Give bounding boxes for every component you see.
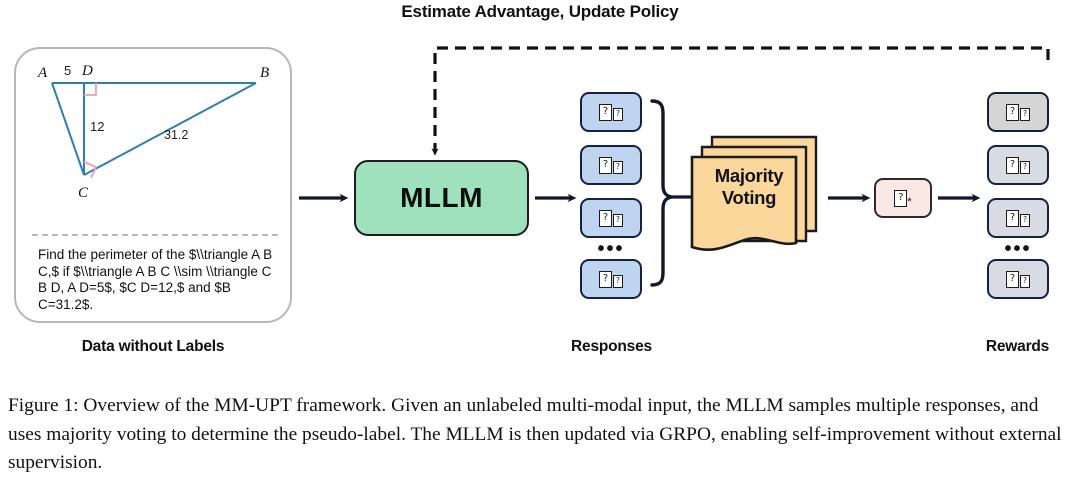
data-card: A 5 D B 12 31.2 C Find the perimeter of … [14,47,292,323]
response-glyph: ?? [599,209,623,227]
tofu-glyph: ? [599,270,612,288]
svg-text:5: 5 [64,63,71,78]
tofu-glyph-small: ? [1020,213,1030,227]
svg-text:B: B [260,65,269,81]
reward-chip[interactable]: ?? [987,198,1049,238]
response-glyph: ?? [599,156,623,174]
tofu-glyph: ? [894,189,908,207]
reward-glyph: ?? [1006,209,1030,227]
tofu-glyph: ? [1006,270,1019,288]
responses-ellipsis: ••• [597,238,625,260]
tofu-glyph: ? [1006,103,1019,121]
response-glyph: ?? [599,270,623,288]
majority-voting-line2: Voting [721,187,777,208]
reward-glyph: ?? [1006,270,1030,288]
response-chip[interactable]: ?? [580,259,642,299]
mllm-label: MLLM [400,182,483,213]
tofu-glyph-small: ? [613,107,623,121]
mllm-box[interactable]: MLLM [354,160,529,236]
reward-chip[interactable]: ?? [987,259,1049,299]
rewards-stack: ?? ?? ?? ••• ?? [987,92,1049,299]
svg-text:C: C [78,185,89,201]
svg-text:12: 12 [90,119,104,134]
tofu-glyph: ? [599,156,612,174]
figure-caption: Figure 1: Overview of the MM-UPT framewo… [8,395,1062,473]
tofu-glyph-small: ? [1020,160,1030,174]
reward-chip[interactable]: ?? [987,92,1049,132]
data-card-label: Data without Labels [81,338,225,355]
tofu-glyph: ? [1006,209,1019,227]
rewards-label: Rewards [985,338,1050,355]
response-chip[interactable]: ?? [580,145,642,185]
pseudo-label-box[interactable]: ?* [874,178,932,218]
pseudo-label-glyph: ?* [894,189,912,208]
responses-stack: ?? ?? ?? ••• ?? [580,92,642,299]
reward-chip[interactable]: ?? [987,145,1049,185]
star-superscript: * [907,195,912,208]
rewards-ellipsis: ••• [1004,238,1032,260]
majority-voting-line1: Majority [714,165,784,186]
tofu-glyph-small: ? [613,213,623,227]
majority-voting-label: Majority Voting [690,165,808,209]
feedback-loop-title: Estimate Advantage, Update Policy [401,2,679,21]
responses-label: Responses [571,338,652,355]
response-glyph: ?? [599,103,623,121]
tofu-glyph: ? [1006,156,1019,174]
tofu-glyph-small: ? [1020,107,1030,121]
tofu-glyph-small: ? [613,274,623,288]
card-divider [32,234,278,236]
tofu-glyph: ? [599,209,612,227]
svg-text:D: D [81,63,93,79]
tofu-glyph-small: ? [613,160,623,174]
majority-voting-card[interactable]: Majority Voting [690,135,820,260]
geometry-figure: A 5 D B 12 31.2 C [24,55,286,227]
reward-glyph: ?? [1006,156,1030,174]
response-chip[interactable]: ?? [580,198,642,238]
tofu-glyph-small: ? [1020,274,1030,288]
svg-text:A: A [37,65,48,81]
problem-text: Find the perimeter of the $\\triangle A … [38,247,273,312]
reward-glyph: ?? [1006,103,1030,121]
tofu-glyph: ? [599,103,612,121]
svg-text:31.2: 31.2 [164,128,188,142]
response-chip[interactable]: ?? [580,92,642,132]
